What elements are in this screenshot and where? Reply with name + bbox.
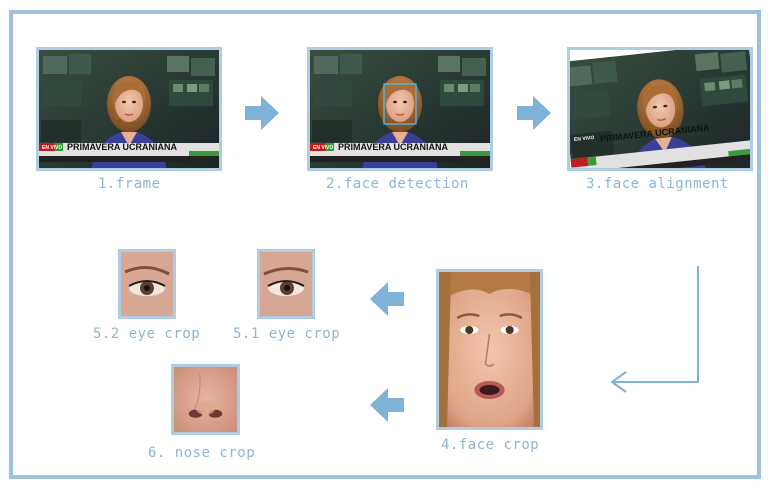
eye-crop-2-image bbox=[118, 249, 176, 319]
caption-face-alignment: 3.face alignment bbox=[586, 176, 729, 192]
banner-headline: PRIMAVERA UCRANIANA bbox=[338, 142, 448, 152]
caption-face-detection: 2.face detection bbox=[326, 176, 469, 192]
face-alignment-image: EN VIVO PRIMAVERA UCRANIANA bbox=[567, 47, 753, 171]
nose-crop-image bbox=[171, 364, 240, 435]
caption-frame: 1.frame bbox=[98, 176, 161, 192]
caption-nose-crop: 6. nose crop bbox=[148, 445, 256, 461]
corner-return-arrow-icon bbox=[610, 266, 699, 393]
arrow-right-icon bbox=[245, 96, 279, 130]
caption-eye-crop-1: 5.1 eye crop bbox=[233, 326, 341, 342]
caption-face-crop: 4.face crop bbox=[441, 437, 540, 453]
banner-live-label: EN VIVO bbox=[313, 145, 334, 151]
arrow-left-icon bbox=[370, 282, 404, 316]
face-detection-image: EN VIVO PRIMAVERA UCRANIANA bbox=[307, 47, 493, 171]
banner-live-label: EN VIVO bbox=[42, 145, 63, 151]
arrow-left-icon bbox=[370, 388, 404, 422]
arrow-right-icon bbox=[517, 96, 551, 130]
banner-headline: PRIMAVERA UCRANIANA bbox=[67, 142, 177, 152]
caption-eye-crop-2: 5.2 eye crop bbox=[93, 326, 201, 342]
frame-image: EN VIVO PRIMAVERA UCRANIANA bbox=[36, 47, 222, 171]
diagram-border bbox=[9, 10, 761, 479]
face-crop-image bbox=[436, 269, 543, 430]
eye-crop-1-image bbox=[257, 249, 315, 319]
